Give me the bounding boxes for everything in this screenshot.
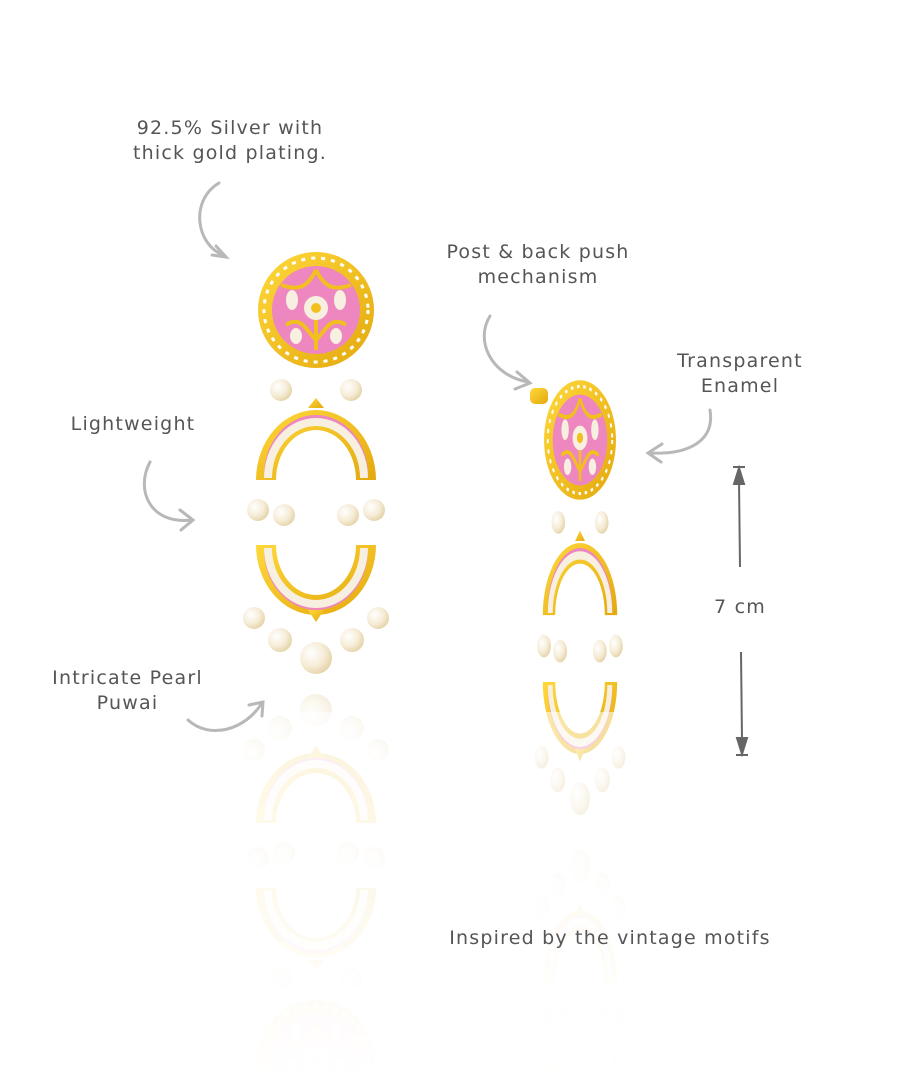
annotation-size: 7 cm (714, 596, 766, 618)
annotation-post-back: Post & back push mechanism (446, 241, 630, 288)
annotation-enamel: Transparent Enamel (677, 350, 803, 397)
annotation-vintage: Inspired by the vintage motifs (449, 927, 771, 949)
annotation-arrows (142, 181, 713, 732)
size-dimension-arrow (732, 464, 749, 758)
annotation-lightweight: Lightweight (70, 413, 196, 435)
annotation-pearl-puwai: Intricate Pearl Puwai (52, 667, 203, 714)
earring-front (243, 252, 389, 674)
annotation-silver: 92.5% Silver with thick gold plating. (133, 117, 327, 164)
